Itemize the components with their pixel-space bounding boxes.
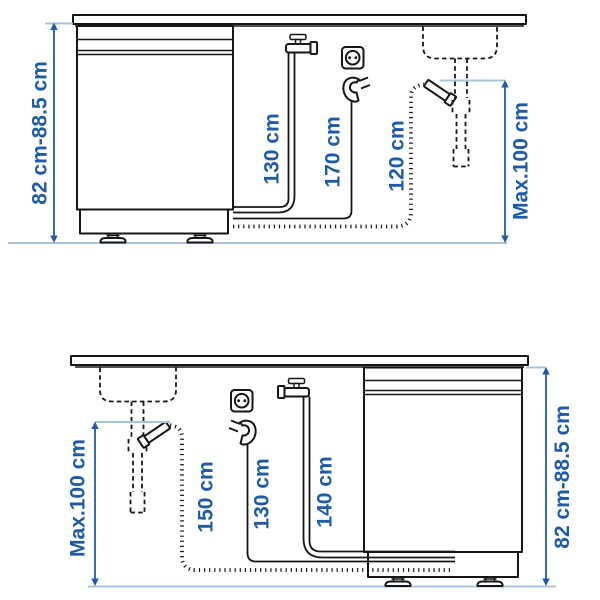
power-cord	[233, 100, 353, 220]
dishwasher-body	[76, 25, 234, 211]
adjustable-foot-icon	[476, 577, 504, 587]
plug-icon	[228, 419, 257, 446]
water-supply: 140 cm	[277, 377, 455, 559]
adjustable-foot-icon	[384, 577, 412, 587]
adjustable-foot-icon	[186, 233, 214, 244]
drain-hose-label: 150 cm	[195, 461, 218, 532]
drain-max-height-label: Max.100 cm	[67, 439, 90, 557]
drain-pipe	[451, 58, 471, 168]
bottom-diagram: 150 cm 130 cm	[67, 355, 574, 588]
plinth	[367, 551, 519, 578]
arrow-up-icon	[50, 22, 58, 30]
countertop	[72, 14, 527, 27]
cabinet-height-measure: 82 cm-88.5 cm	[29, 22, 73, 243]
drain-connector-icon	[136, 421, 171, 449]
sink-basin	[99, 367, 177, 403]
water-hose	[308, 396, 455, 553]
water-supply: 130 cm	[233, 33, 318, 214]
outlet-icon	[341, 46, 365, 70]
power-cord	[246, 443, 455, 563]
power-cord-label: 130 cm	[251, 458, 274, 529]
drain-height-measure: Max.100 cm	[440, 79, 533, 243]
dishwasher-body	[363, 366, 523, 553]
dishwasher-cabinet	[363, 366, 523, 587]
power-cord-label: 170 cm	[322, 116, 345, 187]
water-hose	[233, 52, 296, 214]
arrow-down-icon	[91, 578, 99, 586]
arrow-down-icon	[501, 235, 509, 243]
power-connection: 130 cm	[228, 389, 455, 563]
sink-basin	[422, 26, 498, 60]
arrow-down-icon	[50, 235, 58, 243]
cabinet-height-measure: 82 cm-88.5 cm	[526, 366, 574, 586]
sink-icon	[422, 26, 498, 168]
cabinet-height-label: 82 cm-88.5 cm	[29, 61, 52, 205]
plinth	[79, 208, 229, 235]
arrow-up-icon	[542, 367, 550, 375]
water-hose	[302, 396, 455, 559]
drain-height-measure: Max.100 cm	[67, 421, 170, 586]
water-hose-label: 140 cm	[314, 456, 337, 527]
cabinet-height-label: 82 cm-88.5 cm	[551, 405, 574, 549]
countertop	[70, 355, 529, 368]
water-hose-label: 130 cm	[261, 113, 284, 184]
adjustable-foot-icon	[99, 233, 127, 244]
top-diagram: 82 cm-88.5 cm 130 cm	[8, 14, 533, 244]
arrow-up-icon	[501, 80, 509, 88]
drain-max-height-label: Max.100 cm	[510, 102, 533, 220]
power-connection: 170 cm	[233, 46, 371, 220]
arrow-down-icon	[542, 578, 550, 586]
drain-connection: 150 cm	[136, 421, 450, 572]
outlet-icon	[230, 389, 254, 413]
plug-icon	[342, 76, 371, 103]
drain-hose	[233, 82, 425, 229]
faucet-icon	[285, 33, 318, 55]
dishwasher-cabinet	[76, 25, 234, 244]
arrow-up-icon	[91, 421, 99, 429]
drain-hose-label: 120 cm	[386, 120, 409, 191]
water-hose	[233, 52, 290, 208]
faucet-icon	[277, 377, 310, 399]
